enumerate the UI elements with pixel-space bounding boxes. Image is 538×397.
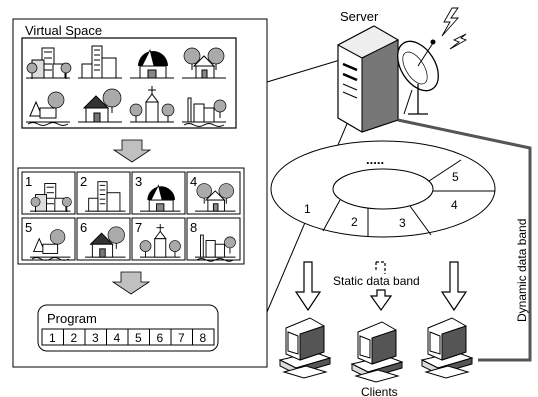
svg-text:1: 1 (49, 331, 56, 345)
numbered-scenes-box: 1 2 3 4 5 6 7 8 (18, 168, 244, 264)
numbered-scene-tile: 6 (77, 218, 130, 260)
scene-number: 1 (25, 174, 32, 189)
server-label: Server (340, 9, 379, 24)
program-cell: 5 (128, 329, 150, 345)
program-cell: 4 (107, 329, 129, 345)
ring-segment-4: 4 (451, 198, 458, 212)
program-cell: 3 (85, 329, 107, 345)
numbered-scene-tile: 7 (132, 218, 185, 260)
static-band-label: Static data band (333, 274, 420, 288)
program-cell: 1 (42, 329, 64, 345)
ring-segment-5: 5 (452, 170, 459, 184)
svg-text:5: 5 (135, 331, 142, 345)
server-tower-icon (338, 26, 398, 132)
virtual-space-title: Virtual Space (25, 23, 102, 38)
virtual-space-box: Virtual Space (22, 23, 236, 128)
ring-ellipsis: ..... (366, 152, 384, 167)
connector-line-top (267, 60, 340, 82)
desktop-computer-icon (352, 322, 402, 382)
svg-text:2: 2 (71, 331, 78, 345)
svg-text:8: 8 (200, 331, 207, 345)
program-cell: 7 (171, 329, 193, 345)
numbered-scene-tile: 2 (77, 172, 130, 214)
scene-number: 4 (190, 174, 197, 189)
scene-number: 5 (25, 220, 32, 235)
ring-segment-3: 3 (399, 216, 406, 230)
program-cell: 2 (64, 329, 86, 345)
desktop-computer-icon (280, 318, 330, 378)
program-title: Program (47, 311, 97, 326)
numbered-scene-tile: 4 (187, 172, 240, 214)
scene-number: 7 (135, 220, 142, 235)
scene-number: 8 (190, 220, 197, 235)
ring-segment-2: 2 (351, 215, 358, 229)
ring-segment-1: 1 (304, 202, 311, 216)
svg-text:6: 6 (157, 331, 164, 345)
numbered-scene-tile: 1 (22, 172, 75, 214)
svg-text:3: 3 (92, 331, 99, 345)
data-ring: ..... 1 2 3 4 5 (271, 141, 495, 237)
numbered-scene-tile: 8 (187, 218, 240, 261)
program-cell: 8 (193, 329, 215, 345)
program-cell: 6 (150, 329, 172, 345)
dynamic-band-label: Dynamic data band (515, 219, 529, 322)
desktop-computer-icon (422, 318, 472, 378)
svg-text:4: 4 (114, 331, 121, 345)
svg-text:7: 7 (178, 331, 185, 345)
clients-label: Clients (361, 385, 398, 397)
signal-lightning-icon (442, 8, 466, 49)
hollow-arrow-right (442, 262, 466, 310)
numbered-scene-tile: 5 (22, 218, 75, 260)
scene-number: 6 (80, 220, 87, 235)
scene-number: 2 (80, 174, 87, 189)
numbered-scene-tile: 3 (132, 172, 185, 214)
scene-number: 3 (135, 174, 142, 189)
hollow-arrow-left (296, 262, 320, 310)
